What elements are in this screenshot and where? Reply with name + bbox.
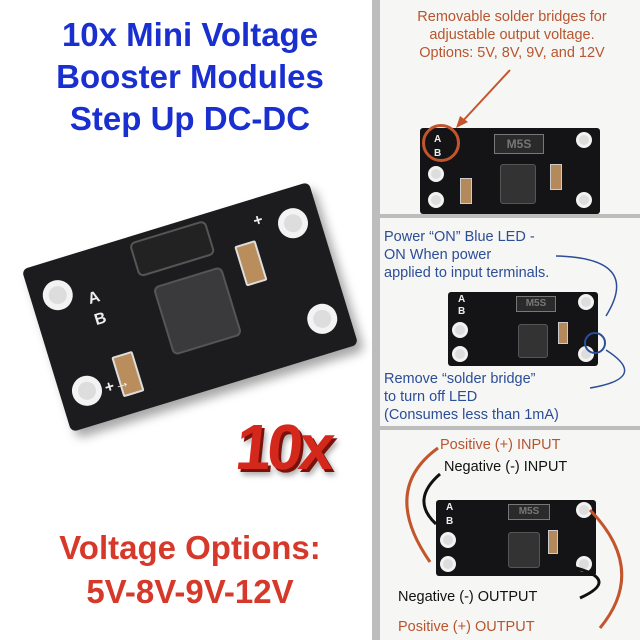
silkscreen-a: A <box>446 502 454 513</box>
pointer-arrow <box>456 69 511 128</box>
voltage-values: 5V-8V-9V-12V <box>86 573 294 610</box>
annotation-text: ON When power <box>384 247 492 263</box>
quantity-badge: 10x <box>232 411 335 483</box>
panel-terminals: Positive (+) INPUT Negative (-) INPUT M5… <box>372 430 640 640</box>
panel-solder-bridges: Removable solder bridges for adjustable … <box>372 0 640 218</box>
diode <box>128 219 216 278</box>
module-photo: M5S A B <box>448 292 598 366</box>
inductor <box>152 266 243 356</box>
terminal-hole <box>68 372 106 410</box>
terminal-hole <box>303 300 341 338</box>
silkscreen-a: A <box>85 288 103 308</box>
annotation-text: adjustable output voltage. <box>429 27 595 43</box>
voltage-options: Voltage Options: 5V-8V-9V-12V <box>0 526 380 614</box>
module-photo: M5S A B <box>436 500 596 576</box>
silkscreen-b: B <box>446 516 454 527</box>
highlight-circle <box>422 124 460 162</box>
silkscreen-b: B <box>92 309 109 330</box>
diode-marking: M5S <box>494 134 544 154</box>
silkscreen-b: B <box>458 306 466 317</box>
led-highlight-circle <box>584 332 606 354</box>
booster-module-photo: A B + +→ <box>21 181 359 433</box>
capacitor <box>550 164 562 190</box>
terminal-arrows <box>405 446 624 629</box>
terminal-hole <box>39 276 77 314</box>
title-line: Step Up DC-DC <box>69 100 311 137</box>
annotation-text: Removable solder bridges for <box>417 9 607 25</box>
product-title: 10x Mini Voltage Booster Modules Step Up… <box>0 14 380 140</box>
silkscreen-plus: + <box>251 211 266 231</box>
capacitor <box>234 239 268 287</box>
terminal-hole <box>274 204 312 242</box>
inductor <box>500 164 536 204</box>
title-line: 10x Mini Voltage <box>61 16 319 53</box>
title-line: Booster Modules <box>56 58 324 95</box>
diode-marking: M5S <box>516 296 556 312</box>
label-negative-output: Negative (-) OUTPUT <box>398 589 538 605</box>
panel-power-led: Power “ON” Blue LED - ON When power appl… <box>372 218 640 430</box>
annotation-text: Power “ON” Blue LED - <box>384 229 535 245</box>
label-negative-input: Negative (-) INPUT <box>444 459 568 475</box>
capacitor <box>460 178 472 204</box>
label-positive-output: Positive (+) OUTPUT <box>398 619 535 635</box>
voltage-heading: Voltage Options: <box>59 529 321 566</box>
annotation-text: applied to input terminals. <box>384 265 550 281</box>
annotation-text: Options: 5V, 8V, 9V, and 12V <box>419 45 605 61</box>
annotation-text: (Consumes less than 1mA) <box>384 407 559 423</box>
annotation-text: to turn off LED <box>384 389 478 405</box>
led-arrows <box>555 255 626 389</box>
diode-marking: M5S <box>508 504 550 520</box>
silkscreen-a: A <box>458 294 466 305</box>
label-positive-input: Positive (+) INPUT <box>440 437 561 453</box>
annotation-text: Remove “solder bridge” <box>384 371 536 387</box>
